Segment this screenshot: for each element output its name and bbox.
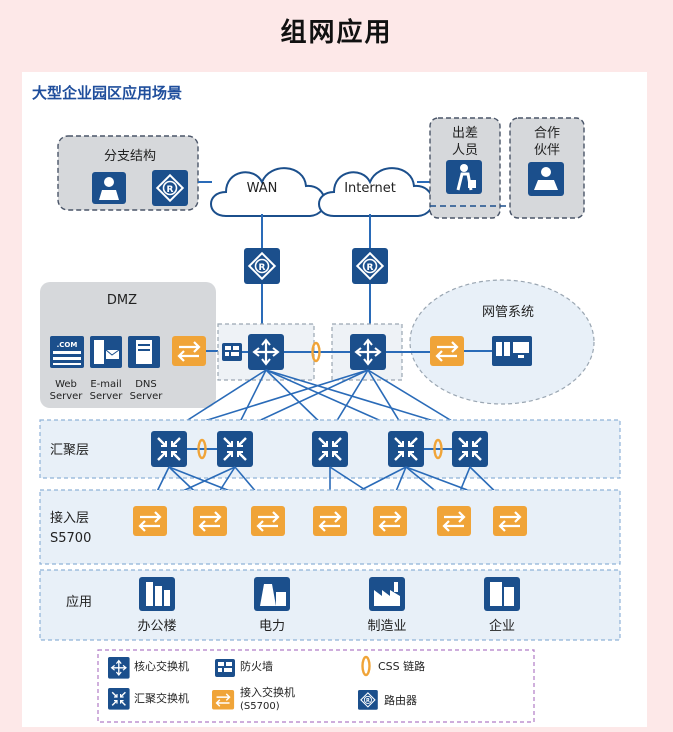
network-diagram-canvas: R	[32, 84, 621, 723]
wan-edge-router-icon	[243, 247, 281, 285]
dmz-label: DMZ	[107, 293, 137, 308]
access-switch-2-icon	[191, 504, 229, 538]
access-switch-5-icon	[371, 504, 409, 538]
legend-firewall-icon	[215, 659, 235, 677]
legend-access-switch-icon	[211, 689, 235, 711]
application-panel	[39, 569, 621, 641]
travel-label-2: 人员	[452, 143, 478, 158]
access-switch-3-icon	[249, 504, 287, 538]
core-switch-1-icon	[246, 332, 286, 372]
application-layer-label: 应用	[66, 594, 92, 610]
access-switch-6-icon	[435, 504, 473, 538]
app-label-office: 办公楼	[137, 619, 176, 634]
legend-agg-switch-icon	[107, 687, 131, 711]
branch-user-icon	[92, 172, 126, 204]
legend-box	[97, 649, 535, 723]
agg-switch-3-icon	[310, 429, 350, 469]
access-layer-label-2: S5700	[50, 531, 91, 546]
traveler-icon	[446, 160, 482, 194]
power-plant-icon	[254, 577, 290, 611]
enterprise-building-icon	[484, 577, 520, 611]
access-switch-7-icon	[491, 504, 529, 538]
agg-switch-2-icon	[215, 429, 255, 469]
dns-server-label-2: Server	[130, 391, 164, 402]
access-switch-1-icon	[131, 504, 169, 538]
app-label-power: 电力	[259, 619, 285, 634]
travel-label-1: 出差	[452, 126, 478, 141]
agg-switch-5-icon	[450, 429, 490, 469]
branch-label: 分支结构	[104, 149, 156, 164]
legend-css-link-label: CSS 链路	[378, 659, 425, 673]
app-label-manufacturing: 制造业	[367, 619, 406, 634]
network-diagram: R	[22, 72, 647, 727]
web-server-label-1: Web	[55, 379, 77, 390]
nms-server-icon	[492, 336, 532, 366]
legend-router-icon	[357, 689, 379, 711]
email-server-label-2: Server	[90, 391, 124, 402]
web-server-icon: .COM	[50, 336, 84, 368]
app-label-enterprise: 企业	[489, 618, 515, 634]
dns-server-icon	[128, 336, 160, 368]
office-building-icon	[139, 577, 175, 611]
aggregation-layer-label: 汇聚层	[50, 443, 89, 458]
legend-firewall-label: 防火墙	[240, 659, 273, 673]
legend-router-label: 路由器	[384, 693, 417, 707]
email-server-icon	[90, 336, 122, 368]
legend-core-switch-icon	[107, 656, 131, 680]
core-switch-2-icon	[348, 332, 388, 372]
factory-icon	[369, 577, 405, 611]
access-switch-4-icon	[311, 504, 349, 538]
email-server-label-1: E-mail	[90, 379, 121, 390]
wan-label: WAN	[247, 181, 278, 196]
legend-agg-switch-label: 汇聚交换机	[134, 691, 189, 705]
partner-icon	[528, 162, 564, 196]
legend-core-switch-label: 核心交换机	[134, 659, 189, 673]
internet-label: Internet	[344, 181, 396, 196]
dmz-access-switch-icon	[170, 334, 208, 368]
dns-server-label-1: DNS	[135, 379, 157, 390]
agg-switch-1-icon	[149, 429, 189, 469]
com-text: .COM	[57, 341, 78, 349]
firewall-icon	[222, 343, 242, 361]
partner-label-1: 合作	[534, 126, 560, 141]
access-layer-label-1: 接入层	[50, 510, 89, 526]
internet-edge-router-icon	[351, 247, 389, 285]
page-title: 组网应用	[280, 18, 393, 48]
agg-switch-4-icon	[386, 429, 426, 469]
nms-access-switch-icon	[428, 334, 466, 368]
legend-access-switch-label-2: (S5700)	[240, 701, 280, 712]
nms-label: 网管系统	[482, 305, 534, 320]
web-server-label-2: Server	[50, 391, 84, 402]
partner-label-2: 伙伴	[534, 143, 560, 158]
legend-access-switch-label-1: 接入交换机	[240, 685, 295, 699]
diagram-title: 大型企业园区应用场景	[32, 84, 182, 102]
branch-router-icon	[151, 169, 189, 207]
